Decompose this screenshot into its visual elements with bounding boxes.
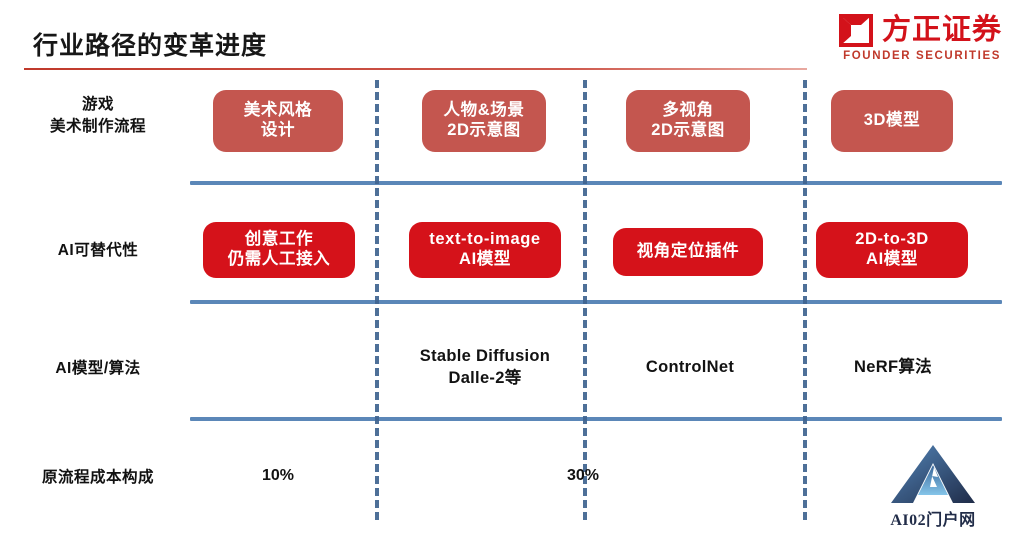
row-divider-1 (190, 181, 1002, 185)
row-label-line1: 原流程成本构成 (41, 469, 154, 486)
cell-r3-c2-line1: Stable Diffusion (419, 347, 551, 365)
ai-portal-triangle-mark-icon (890, 443, 976, 505)
cell-r2-c3[interactable]: 视角定位插件 (613, 228, 763, 276)
cell-r1-c1-line1: 美术风格 (243, 101, 313, 120)
row-label-ai-model-algorithm: AI模型/算法 (6, 358, 190, 380)
column-divider-2 (583, 80, 587, 520)
cell-r2-c4-line2: AI模型 (866, 250, 918, 268)
cell-r2-c1-line1: 创意工作 (244, 230, 314, 249)
cell-r2-c4[interactable]: 2D-to-3D AI模型 (816, 222, 968, 278)
row-label-line1: AI模型/算法 (55, 360, 141, 377)
cell-r1-c3[interactable]: 多视角 2D示意图 (626, 90, 750, 152)
cell-r1-c2-line2: 2D示意图 (447, 121, 521, 139)
page-title: 行业路径的变革进度 (33, 32, 268, 60)
row-divider-3 (190, 417, 1002, 421)
watermark-label: AI02门户网 (890, 512, 976, 529)
cell-r2-c2-line2: AI模型 (459, 250, 511, 268)
cell-r1-c3-line2: 2D示意图 (651, 121, 725, 139)
cell-r2-c1[interactable]: 创意工作 仍需人工接入 (203, 222, 355, 278)
brand-name-cn: 方正证券 (881, 14, 1002, 46)
row-divider-2 (190, 300, 1002, 304)
cell-r3-c3-line1: ControlNet (645, 358, 735, 376)
row-label-original-cost-structure: 原流程成本构成 (6, 467, 190, 489)
cell-r2-c2[interactable]: text-to-image AI模型 (409, 222, 561, 278)
row-label-game-art-pipeline: 游戏 美术制作流程 (6, 94, 190, 139)
row-label-line1: AI可替代性 (57, 242, 139, 259)
title-underline-rule (24, 68, 807, 70)
column-divider-1 (375, 80, 379, 520)
cell-r2-c1-line2: 仍需人工接入 (227, 250, 331, 268)
cell-r1-c2[interactable]: 人物&场景 2D示意图 (422, 90, 546, 152)
cell-r1-c4-line1: 3D模型 (863, 111, 921, 130)
cell-r3-c2-line2: Dalle-2等 (448, 369, 522, 388)
brand-name-en: FOUNDER SECURITIES (843, 50, 1001, 62)
row-label-ai-replaceability: AI可替代性 (6, 240, 190, 262)
cell-r2-c2-line1: text-to-image (429, 230, 541, 249)
brand-logo: 方正证券 FOUNDER SECURITIES (838, 14, 1002, 62)
cell-r4-c1-percent: 10% (261, 467, 295, 484)
cell-r2-c4-line1: 2D-to-3D (855, 230, 929, 249)
founder-square-mark-icon (838, 14, 873, 47)
brand-logo-top: 方正证券 (838, 14, 1002, 47)
row-label-line1: 游戏 (81, 96, 114, 113)
column-divider-3 (803, 80, 807, 520)
cell-r1-c2-line1: 人物&场景 (443, 101, 525, 120)
cell-r2-c3-line1: 视角定位插件 (636, 242, 740, 261)
cell-r3-c4: NeRF算法 (815, 356, 971, 378)
cell-r1-c3-line1: 多视角 (662, 101, 714, 120)
cell-r1-c4[interactable]: 3D模型 (831, 90, 953, 152)
cell-r1-c1-line2: 设计 (260, 121, 296, 139)
cell-r4-c2-percent: 30% (566, 467, 600, 484)
cell-r1-c1[interactable]: 美术风格 设计 (213, 90, 343, 152)
watermark: AI02门户网 (868, 444, 998, 530)
cell-r3-c3: ControlNet (610, 356, 770, 378)
row-label-line2: 美术制作流程 (49, 118, 146, 136)
cell-r3-c2: Stable Diffusion Dalle-2等 (400, 345, 570, 390)
cell-r3-c4-line1: NeRF算法 (854, 358, 932, 376)
